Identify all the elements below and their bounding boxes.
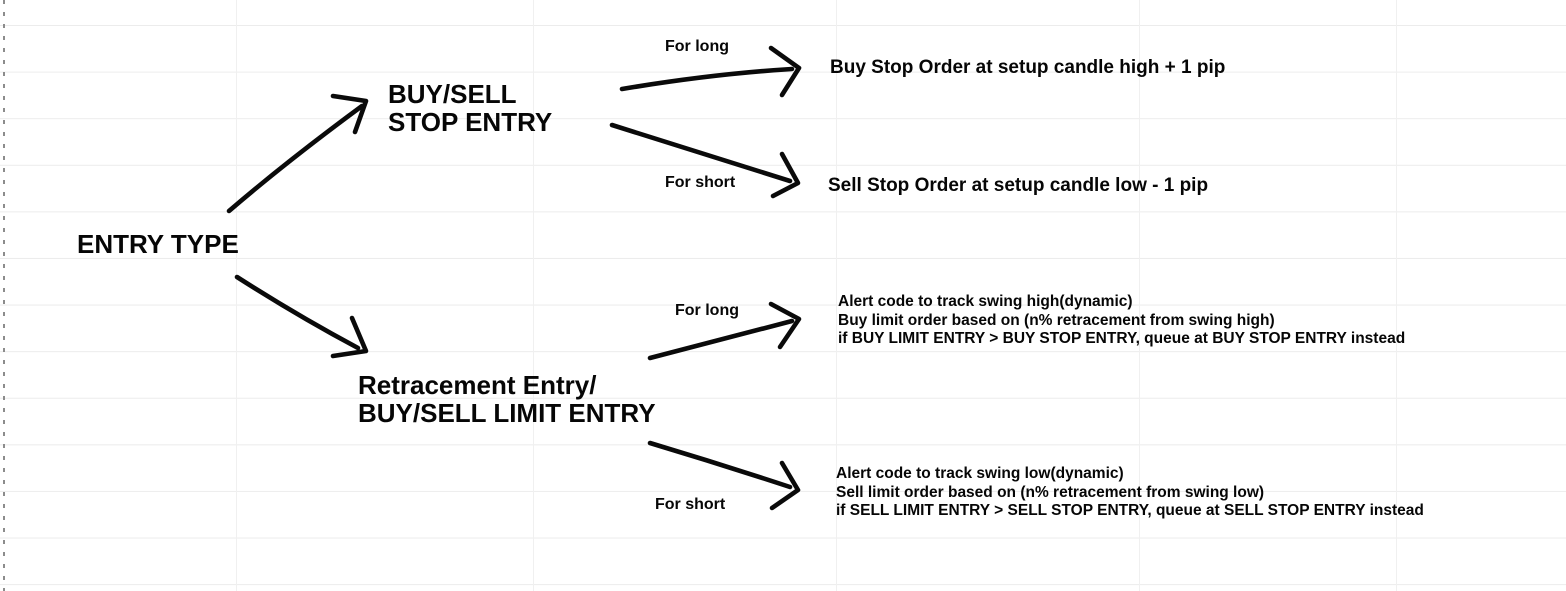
arrow-stop-for-long[interactable]	[619, 45, 802, 98]
arrow-retracement-for-long[interactable]	[647, 301, 802, 361]
grid-vline	[836, 0, 837, 591]
outcome-line: if SELL LIMIT ENTRY > SELL STOP ENTRY, q…	[836, 502, 1424, 519]
grid-vline	[1139, 0, 1140, 591]
outcome-retracement-long[interactable]: Alert code to track swing high(dynamic) …	[838, 293, 1405, 349]
label-for-short-retracement[interactable]: For short	[655, 496, 726, 513]
arrow-entry-to-stop-entry[interactable]	[226, 93, 369, 214]
outcome-line: Alert code to track swing high(dynamic)	[838, 293, 1133, 310]
node-entry-type[interactable]: ENTRY TYPE	[77, 229, 239, 259]
page-edge-dashed-line	[3, 0, 5, 591]
title-line: STOP ENTRY	[388, 107, 553, 137]
label-for-short-stop[interactable]: For short	[665, 174, 736, 191]
grid-vline	[533, 0, 534, 591]
title-line: Retracement Entry/	[358, 370, 597, 400]
arrow-entry-to-retracement[interactable]	[234, 274, 369, 359]
outcome-line: Buy limit order based on (n% retracement…	[838, 311, 1275, 329]
arrow-retracement-for-short[interactable]	[647, 440, 801, 511]
grid-vline	[1396, 0, 1397, 591]
outcome-line: if BUY LIMIT ENTRY > BUY STOP ENTRY, que…	[838, 330, 1406, 347]
outcome-line: Alert code to track swing low(dynamic)	[836, 465, 1124, 482]
outcome-sell-stop-order[interactable]: Sell Stop Order at setup candle low - 1 …	[828, 175, 1209, 196]
outcome-retracement-short[interactable]: Alert code to track swing low(dynamic) S…	[836, 465, 1424, 521]
outcome-buy-stop-order[interactable]: Buy Stop Order at setup candle high + 1 …	[830, 57, 1226, 78]
node-buy-sell-stop-entry[interactable]: BUY/SELL STOP ENTRY	[388, 80, 552, 136]
title-line: BUY/SELL	[388, 79, 517, 109]
title-line: BUY/SELL LIMIT ENTRY	[358, 398, 656, 428]
node-retracement-limit-entry[interactable]: Retracement Entry/ BUY/SELL LIMIT ENTRY	[358, 371, 656, 427]
label-for-long-stop[interactable]: For long	[665, 38, 729, 55]
outcome-line: Sell limit order based on (n% retracemen…	[836, 483, 1265, 501]
arrow-stop-for-short[interactable]	[609, 122, 801, 199]
grid-vline	[236, 0, 237, 591]
label-for-long-retracement[interactable]: For long	[675, 302, 739, 319]
